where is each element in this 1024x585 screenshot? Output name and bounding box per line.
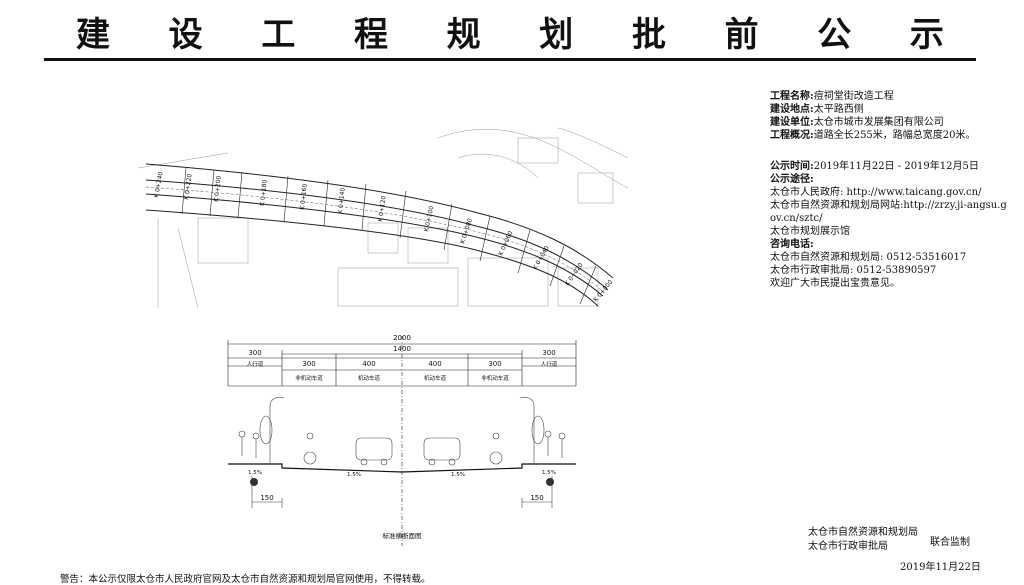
dim-right-bike: 300	[488, 360, 501, 368]
dim-left-bike: 300	[302, 360, 315, 368]
station-label: K 0+180	[259, 179, 269, 206]
notice-title: 建 设 工 程 规 划 批 前 公 示	[44, 8, 976, 55]
issuing-orgs: 太仓市自然资源和规划局 太仓市行政审批局	[808, 526, 918, 554]
dim-150-left: 150	[260, 494, 273, 502]
title-char: 规	[446, 14, 481, 55]
dim-total-width: 2000	[393, 334, 411, 342]
station-label: K 0+080	[459, 217, 474, 244]
warning-text: 警告：本公示仅限太仓市人民政府官网及太仓市自然资源和规划局官网使用，不得转载。	[60, 574, 431, 585]
issue-date: 2019年11月22日	[900, 562, 981, 573]
lane-label-walk-right: 人行道	[541, 360, 558, 368]
lane-label-bike-left: 非机动车道	[295, 374, 323, 382]
joint-supervision: 联合监制	[930, 537, 970, 548]
title-char: 程	[353, 14, 388, 55]
org-1: 太仓市自然资源和规划局	[808, 527, 918, 538]
lane-label-bike-right: 非机动车道	[481, 374, 509, 382]
project-info: 工程名称:痘祠堂街改造工程 建设地点:太平路西侧 建设单位:太仓市城市发展集团有…	[770, 90, 1010, 290]
phone-2: 太仓市行政审批局: 0512-53890597	[770, 265, 937, 276]
dim-150-right: 150	[530, 494, 543, 502]
period: 2019年11月22日 - 2019年12月5日	[813, 161, 979, 172]
project-name-label: 工程名称:	[770, 91, 814, 102]
station-label: K 0+160	[299, 183, 309, 210]
unit: 太仓市城市发展集团有限公司	[813, 117, 944, 128]
plan-view-drawing: K 0+240 K 0+220 K 0+200 K 0+180 K 0+160 …	[138, 127, 629, 308]
title-char: 工	[261, 14, 296, 55]
station-label: K 0+000	[592, 279, 614, 304]
title-char: 公	[817, 14, 852, 55]
title-char: 批	[631, 14, 666, 55]
title-char: 划	[539, 14, 574, 55]
slope-label-left-walk: 1.5%	[248, 470, 262, 476]
lane-label-motor-right: 机动车道	[424, 374, 447, 382]
closing-text: 欢迎广大市民提出宝贵意见。	[770, 278, 900, 289]
title-char: 示	[909, 14, 944, 55]
unit-label: 建设单位:	[770, 117, 814, 128]
project-name: 痘祠堂街改造工程	[813, 91, 894, 102]
slope-label-left-road: 1.5%	[347, 472, 361, 478]
dim-right-motor: 400	[428, 360, 441, 368]
slope-label-right-road: 1.5%	[451, 472, 465, 478]
title-rule	[44, 58, 976, 61]
section-caption: 标准横断面图	[383, 531, 422, 540]
org-2: 太仓市行政审批局	[808, 541, 888, 552]
channel-2: 太仓市自然资源和规划局网站:http://zrzy.ji-angsu.gov.c…	[770, 200, 1007, 224]
overview-label: 工程概况:	[770, 130, 814, 141]
phone-1: 太仓市自然资源和规划局: 0512-53516017	[770, 252, 967, 263]
title-char: 前	[724, 14, 759, 55]
channel-3: 太仓市规划展示馆	[770, 226, 850, 237]
lane-label-walk-left: 人行道	[247, 360, 264, 368]
dim-left-motor: 400	[362, 360, 375, 368]
station-label: K 0+200	[213, 175, 223, 202]
station-label: K 0+240	[153, 171, 164, 198]
slope-label-right-walk: 1.5%	[542, 470, 556, 476]
phone-label: 咨询电话:	[770, 239, 814, 250]
dim-left-walk: 300	[248, 349, 261, 357]
station-label: K 0+140	[337, 187, 347, 214]
channels-label: 公示途径:	[770, 174, 814, 185]
dim-right-walk: 300	[542, 349, 555, 357]
lane-label-motor-left: 机动车道	[358, 374, 381, 382]
location-label: 建设地点:	[770, 104, 814, 115]
dim-inner-width: 1400	[393, 345, 411, 353]
station-label: K 0+220	[183, 173, 194, 200]
period-label: 公示时间:	[770, 161, 814, 172]
overview: 道路全长255米，路幅总宽度20米。	[813, 130, 976, 141]
cross-section-drawing: 2000 1400 300 300 400 400 300 300 人行道 非机…	[227, 334, 577, 546]
station-label: K 0+120	[377, 195, 388, 222]
location: 太平路西侧	[813, 104, 864, 115]
title-char: 建	[76, 14, 110, 55]
title-char: 设	[168, 14, 203, 55]
channel-1: 太仓市人民政府: http://www.taicang.gov.cn/	[770, 187, 982, 198]
